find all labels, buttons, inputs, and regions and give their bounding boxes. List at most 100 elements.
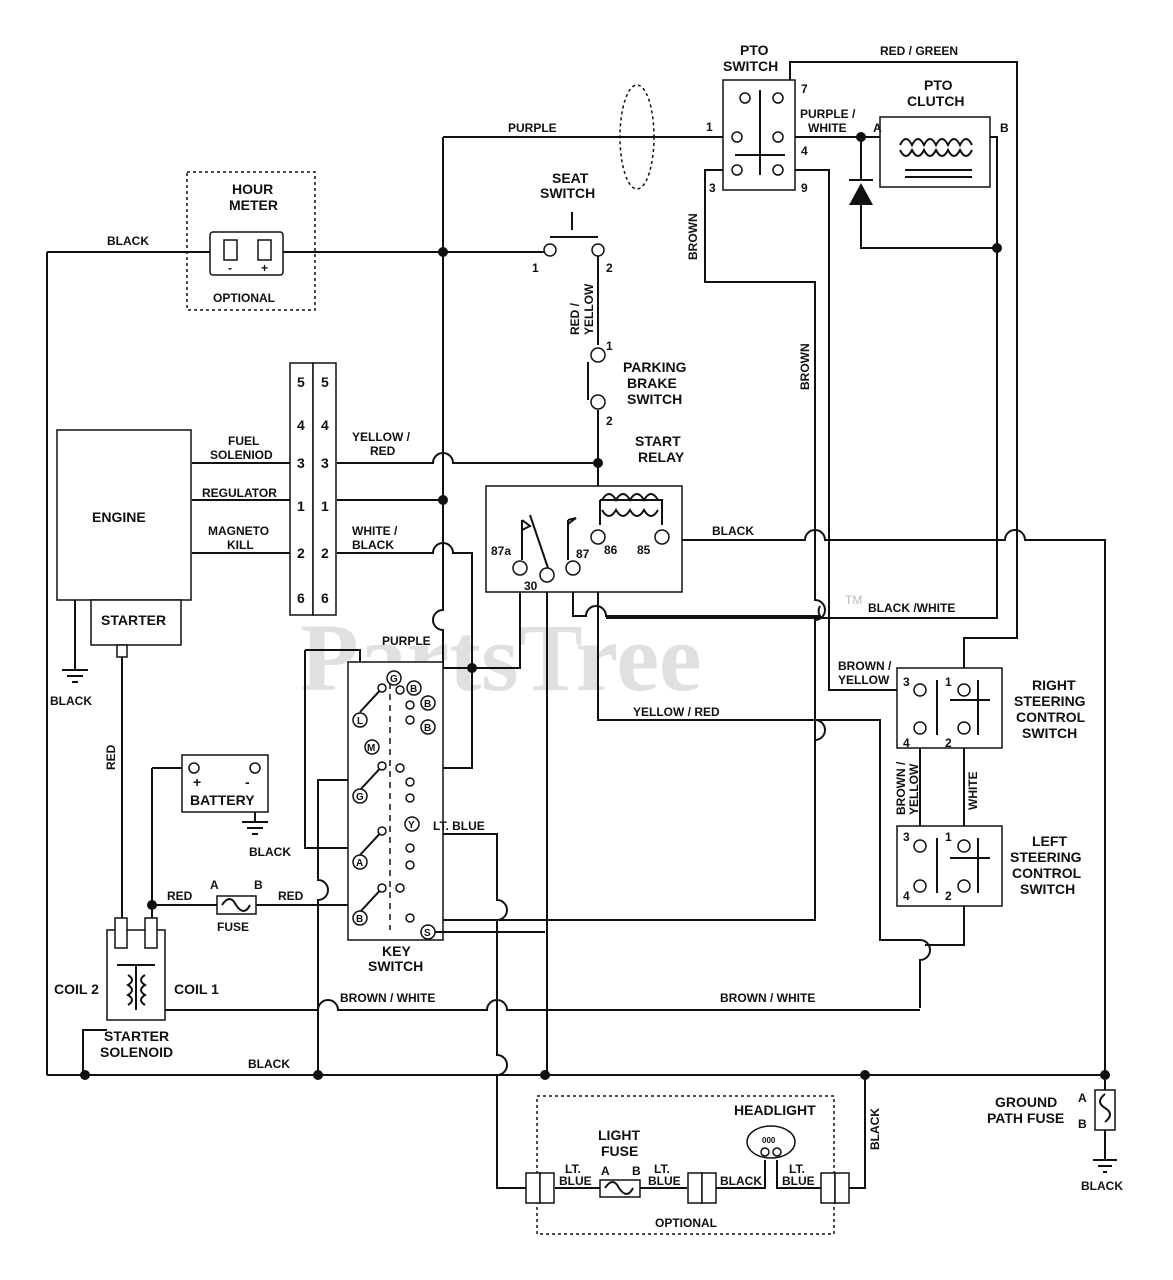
junction-dot	[80, 1070, 90, 1080]
brown-yellow-wire	[793, 169, 897, 691]
svg-text:+: +	[193, 774, 201, 790]
lt-blue-key-label: LT. BLUE	[433, 819, 485, 833]
svg-text:COIL 1: COIL 1	[174, 981, 219, 997]
svg-text:STARTER: STARTER	[104, 1028, 169, 1044]
junction-dot	[860, 1070, 870, 1080]
white-vlabel: WHITE	[966, 771, 980, 810]
wires	[46, 61, 1106, 1189]
brown-white-label-1: BROWN / WHITE	[340, 991, 435, 1005]
light-circuit: HEADLIGHT LIGHT FUSE A B 000 LT. BLUE LT…	[525, 1095, 850, 1235]
svg-text:85: 85	[637, 543, 651, 557]
white-black-wire	[337, 542, 473, 769]
black-white-label: BLACK /WHITE	[868, 601, 955, 615]
junction-dot	[147, 900, 157, 910]
svg-text:87: 87	[576, 547, 590, 561]
svg-text:RELAY: RELAY	[638, 449, 685, 465]
hour-meter: - + HOUR METER OPTIONAL	[186, 171, 316, 311]
fuel-label: FUEL	[228, 434, 259, 448]
red-yellow-label-2: YELLOW	[582, 283, 596, 335]
svg-text:CONTROL: CONTROL	[1012, 865, 1082, 881]
main-fuse: A B FUSE	[210, 878, 263, 934]
meter-plus: +	[261, 261, 268, 275]
svg-text:6: 6	[297, 590, 305, 606]
yellow-red-steer-wire	[814, 719, 931, 1008]
junction-dot	[593, 458, 603, 468]
battery: + - BATTERY BLACK	[181, 754, 291, 859]
junction-dot	[992, 243, 1002, 253]
white-black-label-2: BLACK	[352, 538, 394, 552]
magneto-label-2: KILL	[227, 538, 254, 552]
svg-text:L: L	[357, 716, 363, 727]
start-relay: START RELAY 87a 30 87 86 85	[485, 433, 685, 593]
svg-text:ENGINE: ENGINE	[92, 509, 146, 525]
svg-text:G: G	[356, 792, 364, 803]
svg-text:1: 1	[606, 339, 613, 353]
svg-text:RIGHT: RIGHT	[1032, 677, 1076, 693]
svg-text:1: 1	[321, 498, 329, 514]
purple-key-label: PURPLE	[382, 634, 431, 648]
light-wire-4	[776, 1160, 822, 1189]
brown-white-wire	[137, 999, 920, 1011]
svg-text:SEAT: SEAT	[552, 170, 589, 186]
svg-text:2: 2	[945, 889, 952, 903]
svg-text:CONTROL: CONTROL	[1016, 709, 1086, 725]
junction-dot	[313, 1070, 323, 1080]
brown-yellow-label: BROWN /	[838, 659, 892, 673]
black-wire-label: BLACK	[107, 234, 149, 248]
pto-switch: PTO SWITCH 7 1 4 3 9	[706, 42, 808, 195]
svg-text:5: 5	[321, 374, 329, 390]
junction-dot	[1100, 1070, 1110, 1080]
svg-text:GROUND: GROUND	[995, 1094, 1057, 1110]
svg-text:S: S	[424, 928, 431, 939]
svg-text:BRAKE: BRAKE	[627, 375, 677, 391]
svg-text:Y: Y	[408, 820, 415, 831]
yellow-red-label: YELLOW /	[352, 430, 411, 444]
svg-text:2: 2	[321, 545, 329, 561]
svg-text:A: A	[873, 121, 882, 135]
brown-white-label-2: BROWN / WHITE	[720, 991, 815, 1005]
svg-text:SWITCH: SWITCH	[540, 185, 595, 201]
hour-meter-label-2: METER	[229, 197, 278, 213]
svg-text:2: 2	[297, 545, 305, 561]
svg-text:BLUE: BLUE	[782, 1174, 815, 1188]
brown-yellow-vlabel: BROWN /	[894, 761, 908, 815]
brown-yellow-label-2: YELLOW	[838, 673, 890, 687]
svg-text:A: A	[1078, 1091, 1087, 1105]
seat-switch: SEAT SWITCH 1 2	[532, 170, 613, 275]
watermark-tm: TM	[845, 593, 862, 607]
magneto-label: MAGNETO	[208, 524, 269, 538]
junction-dot	[438, 247, 448, 257]
coil2-wire	[82, 1029, 107, 1075]
svg-text:SOLENOID: SOLENOID	[100, 1044, 173, 1060]
svg-text:B: B	[1078, 1117, 1087, 1131]
diode	[849, 179, 873, 205]
svg-text:BLUE: BLUE	[648, 1174, 681, 1188]
svg-text:B: B	[356, 914, 363, 925]
svg-text:START: START	[635, 433, 681, 449]
black-white-wire	[606, 248, 998, 619]
svg-text:COIL 2: COIL 2	[54, 981, 99, 997]
svg-text:B: B	[424, 699, 431, 710]
svg-text:PATH FUSE: PATH FUSE	[987, 1110, 1064, 1126]
svg-text:PTO: PTO	[924, 77, 953, 93]
svg-text:A: A	[210, 878, 219, 892]
junctions	[80, 132, 1110, 1080]
svg-text:2: 2	[606, 414, 613, 428]
svg-text:LEFT: LEFT	[1032, 833, 1067, 849]
key-purple-wire	[304, 650, 355, 849]
svg-text:2: 2	[945, 736, 952, 750]
meter-minus: -	[228, 261, 232, 275]
svg-text:BATTERY: BATTERY	[190, 792, 255, 808]
svg-text:FUSE: FUSE	[601, 1143, 638, 1159]
meter-optional: OPTIONAL	[213, 291, 275, 305]
svg-text:30: 30	[524, 579, 538, 593]
wire-break-ellipse	[619, 84, 655, 190]
svg-text:3: 3	[903, 675, 910, 689]
svg-text:4: 4	[801, 144, 808, 158]
engine: ENGINE STARTER BLACK	[50, 429, 192, 708]
starter-solenoid: COIL 2 COIL 1 STARTER SOLENOID	[54, 917, 219, 1060]
left-steering-switch: 1 2 3 4 LEFT STEERING CONTROL SWITCH	[896, 825, 1082, 907]
junction-dot	[438, 495, 448, 505]
svg-text:A: A	[601, 1164, 610, 1178]
svg-text:2: 2	[606, 261, 613, 275]
